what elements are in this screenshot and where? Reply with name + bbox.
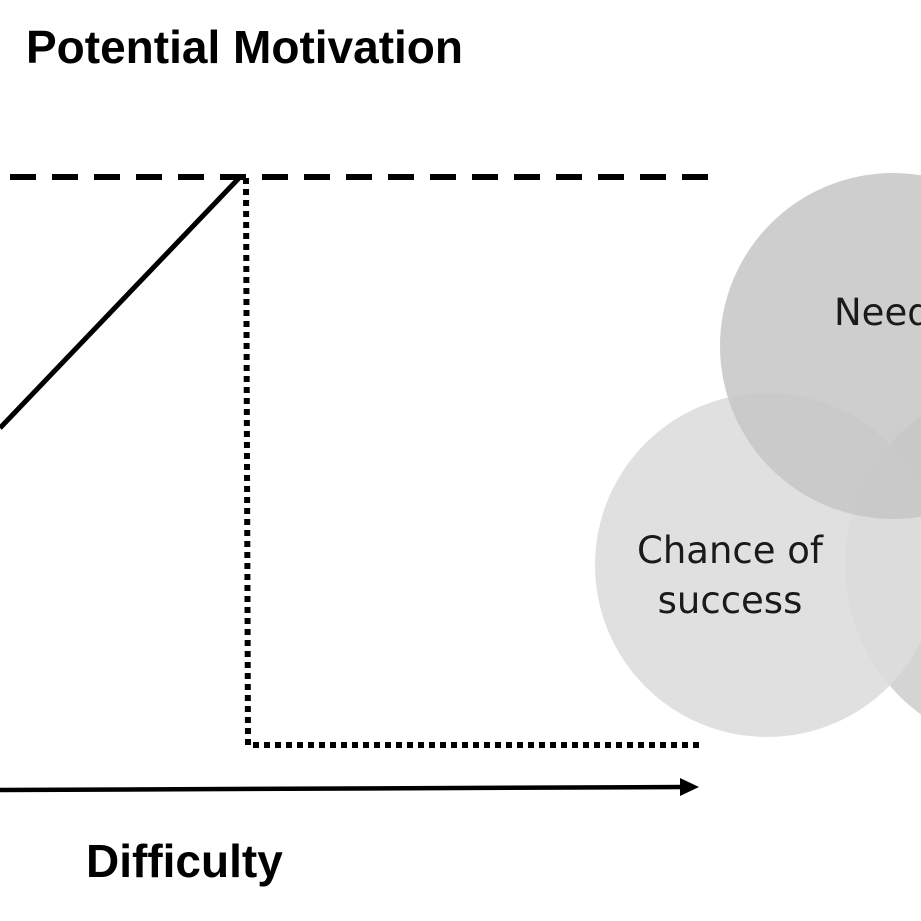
x-axis-label: Difficulty [86,835,283,887]
rising-motivation-line [0,175,242,430]
difficulty-axis-arrowhead [680,778,699,796]
circle-chance-label-line2: success [658,579,803,622]
circle-chance-label-line1: Chance of [637,529,824,572]
difficulty-axis-line [0,784,685,793]
diagram-title: Potential Motivation [26,21,463,73]
circle-need [720,173,921,519]
venn-group: Need Chance of success [595,173,921,737]
dotted-drop-line [243,177,700,748]
circle-need-label: Need [834,291,921,334]
